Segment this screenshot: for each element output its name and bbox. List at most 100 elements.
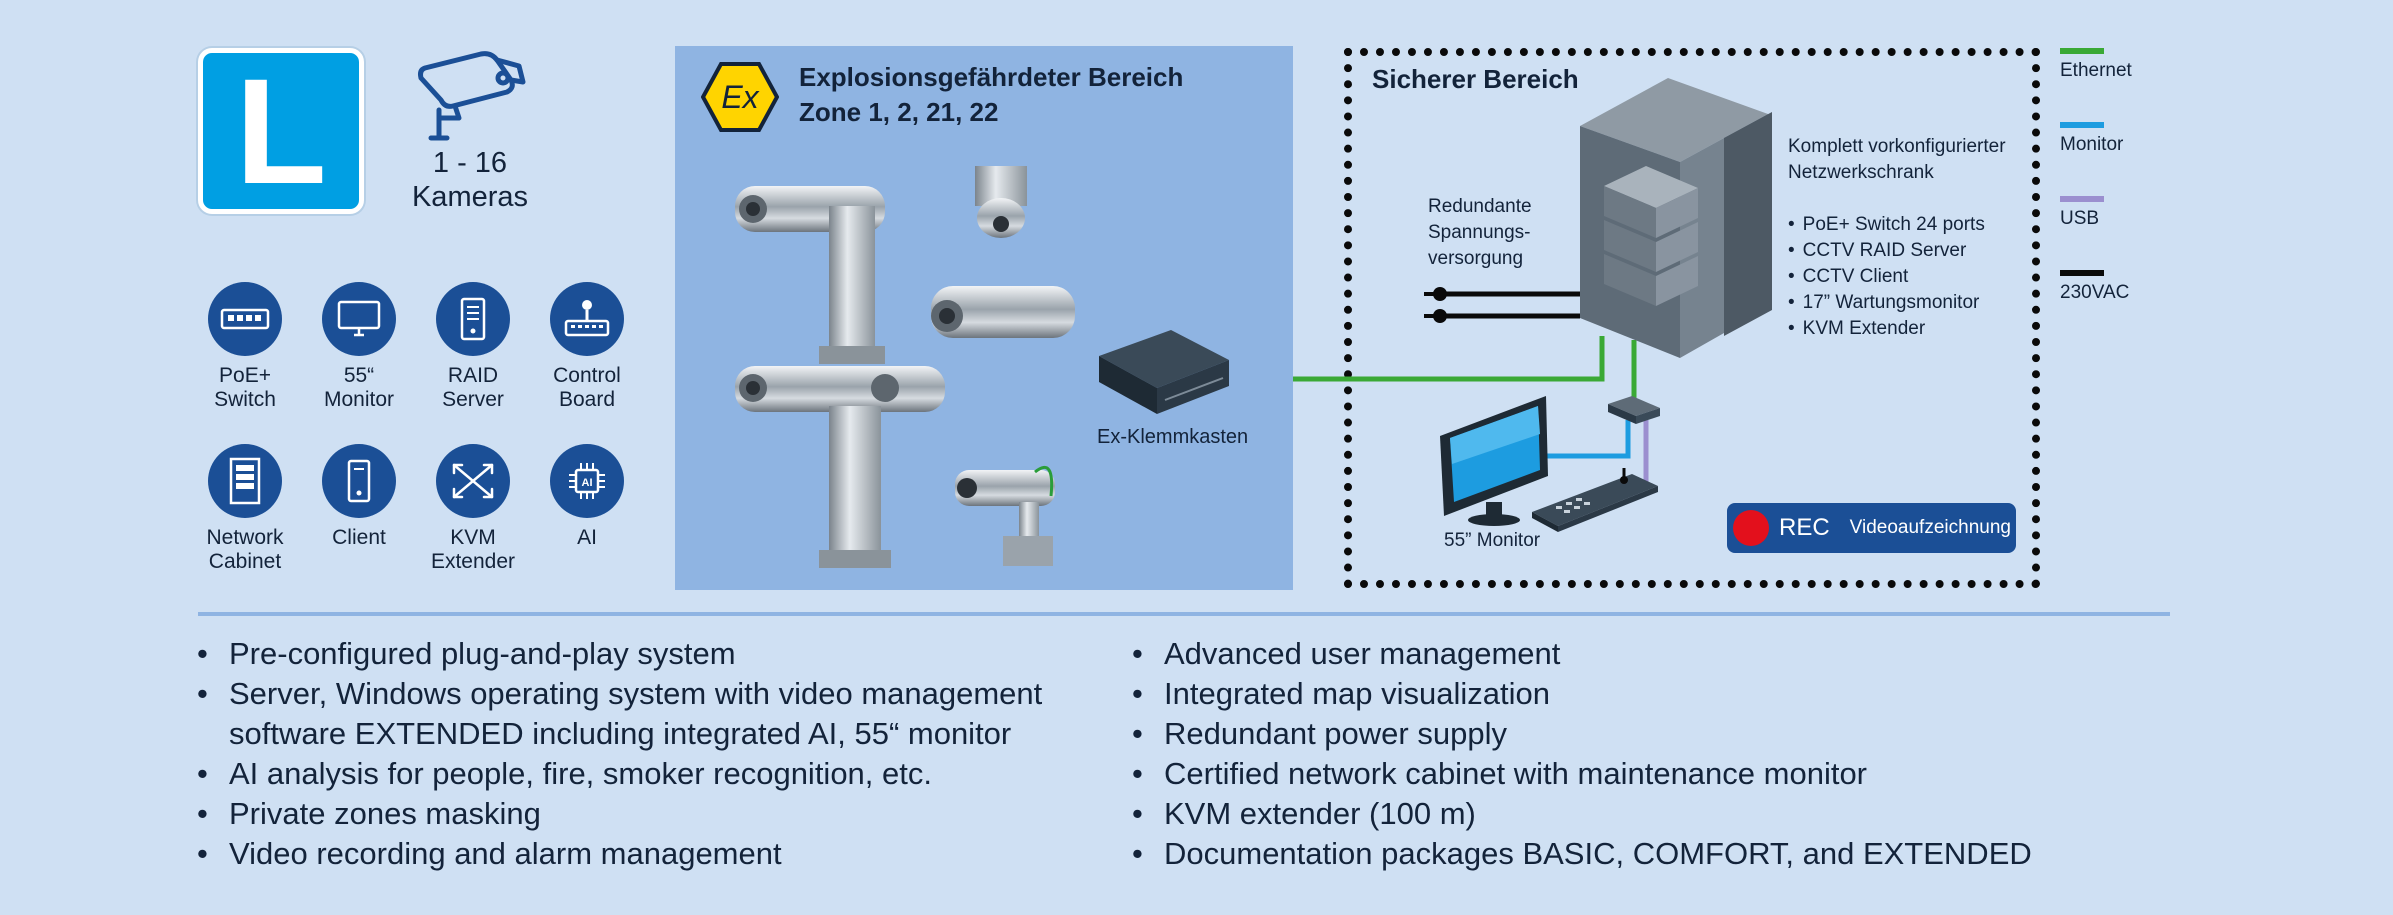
psu-label-line2: Spannungs- [1428, 222, 1531, 243]
package-letter: L [235, 47, 327, 215]
legend-usb: USB [2060, 196, 2180, 230]
poe-switch-label-1: PoE+ [219, 364, 271, 387]
network-cabinet-label-1: Network [206, 526, 284, 549]
safe-area-zone [1344, 48, 2040, 588]
legend-usb-label: USB [2060, 208, 2100, 229]
cabinet-item: PoE+ Switch 24 ports [1788, 212, 1985, 238]
legend-230vac-label: 230VAC [2060, 282, 2130, 303]
explosion-hazard-zone: Ex Explosionsgefährdeter Bereich Zone 1,… [675, 46, 1293, 590]
legend-230vac: 230VAC [2060, 270, 2180, 304]
rec-dot-icon [1733, 510, 1769, 546]
raid-server-label-1: RAID [447, 364, 499, 387]
legend-monitor-label: Monitor [2060, 134, 2124, 155]
feature-item: KVM extender (100 m) [1132, 794, 2132, 834]
feature-item: Integrated map visualization [1132, 674, 2132, 714]
camera-label: Kameras [411, 181, 529, 213]
rec-video-recording-badge: REC Videoaufzeichnung [1727, 503, 2016, 553]
raid-server-icon [436, 282, 510, 356]
ex-camera-2 [931, 286, 1075, 338]
ex-terminal-box-label: Ex-Klemmkasten [1097, 426, 1249, 448]
safe-area-title: Sicherer Bereich [1372, 64, 1579, 94]
camera-count: 1 - 16 [432, 147, 508, 179]
legend-ethernet-swatch [2060, 48, 2104, 54]
cabinet-item: KVM Extender [1788, 316, 1985, 342]
network-cabinet-icon [208, 444, 282, 518]
cabinet-component-list: PoE+ Switch 24 ports CCTV RAID Server CC… [1788, 212, 1985, 342]
ai-chip-icon: AI [550, 444, 624, 518]
ex-camera-3 [735, 366, 945, 568]
client-icon [322, 444, 396, 518]
feature-item: Redundant power supply [1132, 714, 2132, 754]
svg-text:AI: AI [582, 477, 593, 489]
section-divider [198, 612, 2170, 616]
feature-item: Video recording and alarm management [197, 834, 1067, 874]
power-lines [1424, 287, 1580, 323]
cabinet-title: Komplett vorkonfigurierter Netzwerkschra… [1788, 134, 2006, 186]
legend-monitor: Monitor [2060, 122, 2180, 156]
poe-switch-item: PoE+Switch [185, 282, 305, 412]
kvm-extender-box [1608, 396, 1660, 424]
kvm-extender-label-2: Extender [430, 550, 516, 573]
poe-switch-label-2: Switch [214, 388, 276, 411]
feature-item: Private zones masking [197, 794, 1067, 834]
rec-label: REC [1779, 514, 1830, 541]
control-board-label-1: Control [553, 364, 621, 387]
ex-camera-4 [955, 466, 1055, 566]
ex-hazard-symbol-text: Ex [721, 79, 759, 115]
ethernet-line-to-cabinet [1293, 336, 1605, 382]
legend-monitor-swatch [2060, 122, 2104, 128]
kvm-extender-label-1: KVM [450, 526, 496, 549]
monitor-label-2: Monitor [323, 388, 395, 411]
monitor-line [1540, 420, 1631, 459]
cabinet-title-line2: Netzwerkschrank [1788, 162, 1934, 183]
monitor-icon [322, 282, 396, 356]
cabinet-title-line1: Komplett vorkonfigurierter [1788, 136, 2006, 157]
ex-zone-title-line2: Zone 1, 2, 21, 22 [799, 97, 999, 127]
cabinet-item: CCTV RAID Server [1788, 238, 1985, 264]
ex-zone-title-line1: Explosionsgefährdeter Bereich [799, 62, 1184, 92]
ex-hazard-icon: Ex [701, 62, 779, 132]
redundant-power-label: Redundante Spannungs- versorgung [1428, 194, 1532, 272]
network-cabinet-illustration [1580, 78, 1772, 358]
cabinet-item: CCTV Client [1788, 264, 1985, 290]
control-board-label-2: Board [558, 388, 616, 411]
monitor-label-1: 55“ [343, 364, 375, 387]
feature-item: Certified network cabinet with maintenan… [1132, 754, 2132, 794]
feature-item: Server, Windows operating system with vi… [197, 674, 1067, 754]
legend-ethernet: Ethernet [2060, 48, 2180, 82]
psu-label-line1: Redundante [1428, 196, 1532, 217]
monitor-item: 55“Monitor [299, 282, 419, 412]
package-badge: L [198, 48, 364, 214]
ex-zone-title: Explosionsgefährdeter Bereich Zone 1, 2,… [799, 60, 1183, 130]
legend-ethernet-label: Ethernet [2060, 60, 2132, 81]
ai-item: AI AI [527, 444, 647, 550]
raid-server-label-2: Server [442, 388, 504, 411]
client-label: Client [332, 526, 386, 549]
client-item: Client [299, 444, 419, 550]
cabinet-server-units [1604, 166, 1698, 306]
feature-item: AI analysis for people, fire, smoker rec… [197, 754, 1067, 794]
ex-terminal-box [1099, 330, 1229, 414]
camera-count-block: 1 - 16 Kameras [405, 48, 535, 214]
ai-label: AI [577, 526, 597, 549]
feature-list-left: Pre-configured plug-and-play system Serv… [197, 634, 1067, 874]
ex-dome-camera [975, 166, 1027, 238]
control-keyboard [1532, 468, 1658, 532]
feature-list-right: Advanced user management Integrated map … [1132, 634, 2132, 874]
ex-camera-1 [735, 186, 885, 364]
feature-item: Advanced user management [1132, 634, 2132, 674]
legend-230vac-swatch [2060, 270, 2104, 276]
legend-usb-swatch [2060, 196, 2104, 202]
cabinet-item: 17” Wartungsmonitor [1788, 290, 1985, 316]
network-cabinet-label-2: Cabinet [208, 550, 282, 573]
monitor-55-label: 55” Monitor [1444, 530, 1541, 551]
control-board-icon [550, 282, 624, 356]
feature-item: Pre-configured plug-and-play system [197, 634, 1067, 674]
kvm-extender-icon [436, 444, 510, 518]
feature-item: Documentation packages BASIC, COMFORT, a… [1132, 834, 2132, 874]
